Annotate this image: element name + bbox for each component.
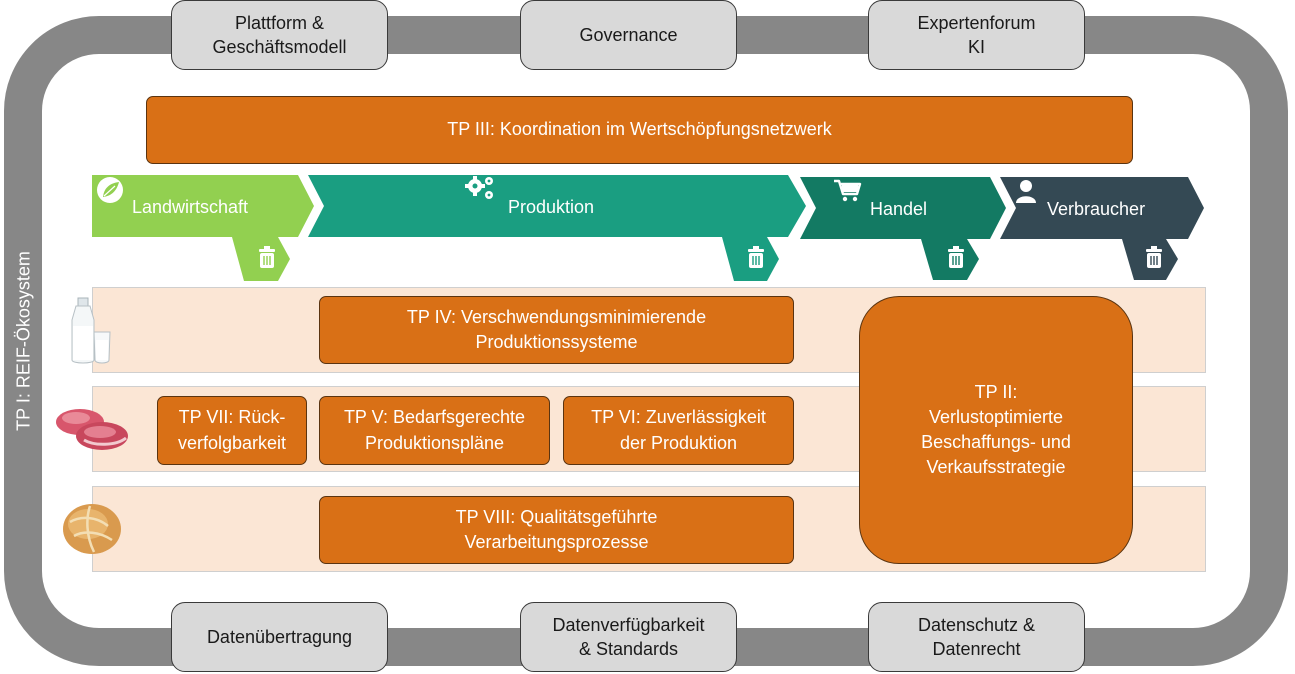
- cart-icon: [834, 179, 862, 202]
- chevron-verbraucher: [1000, 177, 1204, 239]
- tp5-box: TP V: Bedarfsgerechte Produktionspläne: [319, 396, 550, 465]
- meat-icon: [56, 409, 128, 450]
- stage-landwirtschaft-label: Landwirtschaft: [132, 197, 249, 217]
- plattform-box: Plattform & Geschäftsmodell: [171, 0, 388, 70]
- governance-box: Governance: [520, 0, 737, 70]
- bread-roll-icon: [63, 504, 121, 554]
- tp2-box: TP II: Verlustoptimierte Beschaffungs- u…: [859, 296, 1133, 564]
- expertenforum-box: Expertenforum KI: [868, 0, 1085, 70]
- chevron-landwirtschaft: [92, 175, 314, 237]
- datenverfuegbarkeit-box: Datenverfügbarkeit & Standards: [520, 602, 737, 672]
- leaf-icon: [97, 177, 123, 203]
- tp3-box: TP III: Koordination im Wertschöpfungsne…: [146, 96, 1133, 164]
- tp6-box: TP VI: Zuverlässigkeit der Produktion: [563, 396, 794, 465]
- tp4-box: TP IV: Verschwendungsminimierende Produk…: [319, 296, 794, 364]
- stage-handel-label: Handel: [870, 199, 928, 219]
- stage-produktion-label: Produktion: [508, 197, 595, 217]
- datenuebertragung-box: Datenübertragung: [171, 602, 388, 672]
- stage-verbraucher-label: Verbraucher: [1047, 199, 1146, 219]
- gears-icon: [465, 176, 493, 199]
- value-chain: [92, 175, 1204, 281]
- milk-icon: [71, 297, 111, 364]
- chevron-produktion: [308, 175, 806, 237]
- datenschutz-box: Datenschutz & Datenrecht: [868, 602, 1085, 672]
- tp8-box: TP VIII: Qualitätsgeführte Verarbeitungs…: [319, 496, 794, 564]
- row-icons: [56, 297, 128, 554]
- user-icon: [1016, 180, 1036, 203]
- tp7-box: TP VII: Rück- verfolgbarkeit: [157, 396, 307, 465]
- chevron-handel: [800, 177, 1006, 239]
